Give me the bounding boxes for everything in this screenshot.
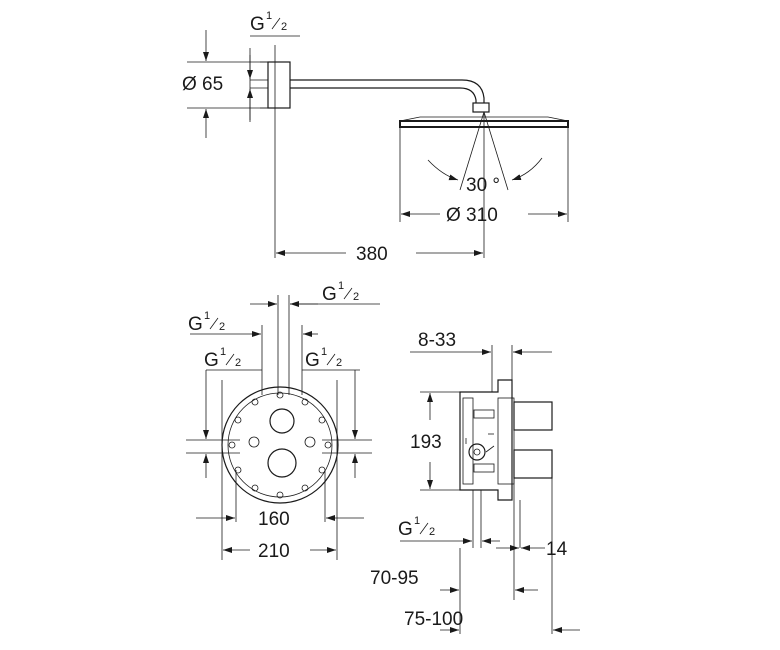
arm-length-label: 380 bbox=[356, 244, 388, 265]
front-thread-mr-g: G bbox=[305, 350, 320, 371]
front-thread-tl-num: 1 bbox=[204, 310, 210, 322]
front-thread-tr-g: G bbox=[322, 284, 337, 305]
wall-flange bbox=[267, 61, 291, 109]
mixer-front-view bbox=[186, 295, 380, 560]
lower-port bbox=[267, 448, 297, 478]
shower-arm bbox=[290, 79, 485, 103]
front-thread-tl-den: 2 bbox=[219, 321, 225, 333]
upper-port bbox=[269, 408, 295, 434]
side-thread-num: 1 bbox=[414, 515, 420, 527]
front-thread-mr-den: 2 bbox=[336, 357, 342, 369]
height-label: 193 bbox=[410, 432, 442, 453]
front-thread-mr-num: 1 bbox=[321, 346, 327, 358]
front-thread-tr-den: 2 bbox=[353, 291, 359, 303]
flange-diameter-label: Ø 65 bbox=[182, 74, 223, 95]
outer-width-label: 210 bbox=[258, 541, 290, 562]
offset-label: 14 bbox=[546, 539, 568, 560]
range-b-label: 75-100 bbox=[404, 609, 463, 630]
depth-range-label: 8-33 bbox=[418, 330, 456, 351]
mixer-body bbox=[221, 386, 339, 504]
lower-cartridge bbox=[513, 449, 553, 479]
front-thread-ml-den: 2 bbox=[235, 357, 241, 369]
front-thread-ml-g: G bbox=[204, 350, 219, 371]
front-thread-tr-num: 1 bbox=[338, 280, 344, 292]
flange-thread-den: 2 bbox=[281, 21, 287, 33]
flange-thread-label: G bbox=[250, 14, 265, 35]
inner-width-label: 160 bbox=[258, 509, 290, 530]
range-a-label: 70-95 bbox=[370, 568, 419, 589]
mixer-side-view bbox=[400, 345, 580, 634]
flange-thread-num: 1 bbox=[266, 10, 272, 22]
side-thread-g: G bbox=[398, 519, 413, 540]
shower-arm-view bbox=[187, 30, 569, 258]
front-thread-tl-g: G bbox=[188, 314, 203, 335]
head-diameter-label: Ø 310 bbox=[446, 205, 498, 226]
upper-cartridge bbox=[513, 401, 553, 431]
front-thread-ml-num: 1 bbox=[220, 346, 226, 358]
tilt-angle-label: 30 ° bbox=[466, 175, 500, 196]
side-thread-den: 2 bbox=[429, 526, 435, 538]
